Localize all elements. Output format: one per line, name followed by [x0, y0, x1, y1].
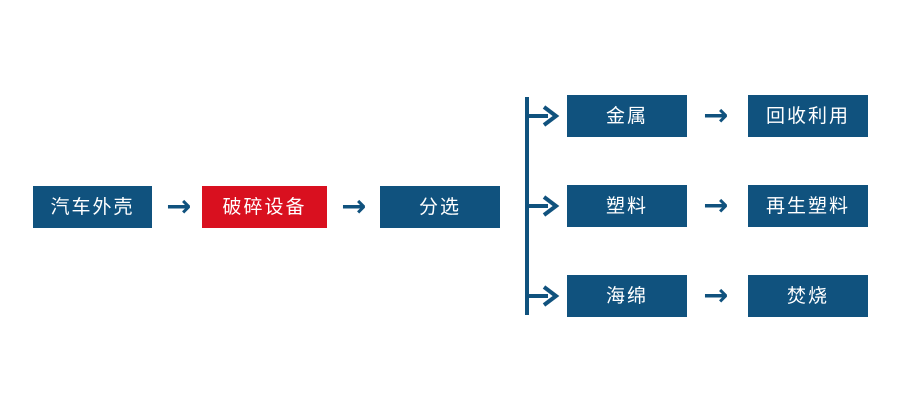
branch-material-box-1[interactable]: 金属 — [567, 95, 687, 137]
process-box-crushing-equipment[interactable]: 破碎设备 — [202, 186, 327, 228]
arrow-right-icon-branch-1: → — [703, 98, 729, 133]
arrow-right-icon-branch-3: → — [703, 278, 729, 313]
arrow-right-icon-branch-2: → — [703, 188, 729, 223]
branch-material-box-2[interactable]: 塑料 — [567, 185, 687, 227]
arrow-right-icon-main-2: → — [341, 189, 367, 224]
process-box-sorting[interactable]: 分选 — [380, 186, 500, 228]
branch-outcome-box-1[interactable]: 回收利用 — [748, 95, 868, 137]
branch-outcome-box-3[interactable]: 焚烧 — [748, 275, 868, 317]
branch-split-bracket-icon — [525, 97, 560, 315]
arrow-right-icon-main-1: → — [166, 189, 192, 224]
process-box-car-shell[interactable]: 汽车外壳 — [33, 186, 152, 228]
branch-material-box-3[interactable]: 海绵 — [567, 275, 687, 317]
branch-outcome-box-2[interactable]: 再生塑料 — [748, 185, 868, 227]
